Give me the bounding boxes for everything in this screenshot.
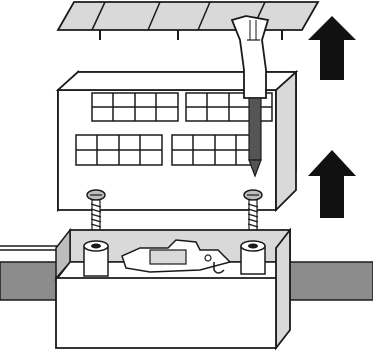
standoff-right [240,240,266,275]
standoff-left [83,240,109,277]
screwdriver [230,15,270,178]
circuit-board [121,239,232,273]
clip [213,262,225,274]
up-arrow-top [308,16,356,80]
solar-panel [56,1,320,40]
up-arrow-bottom [308,150,356,218]
base-housing [54,227,292,351]
